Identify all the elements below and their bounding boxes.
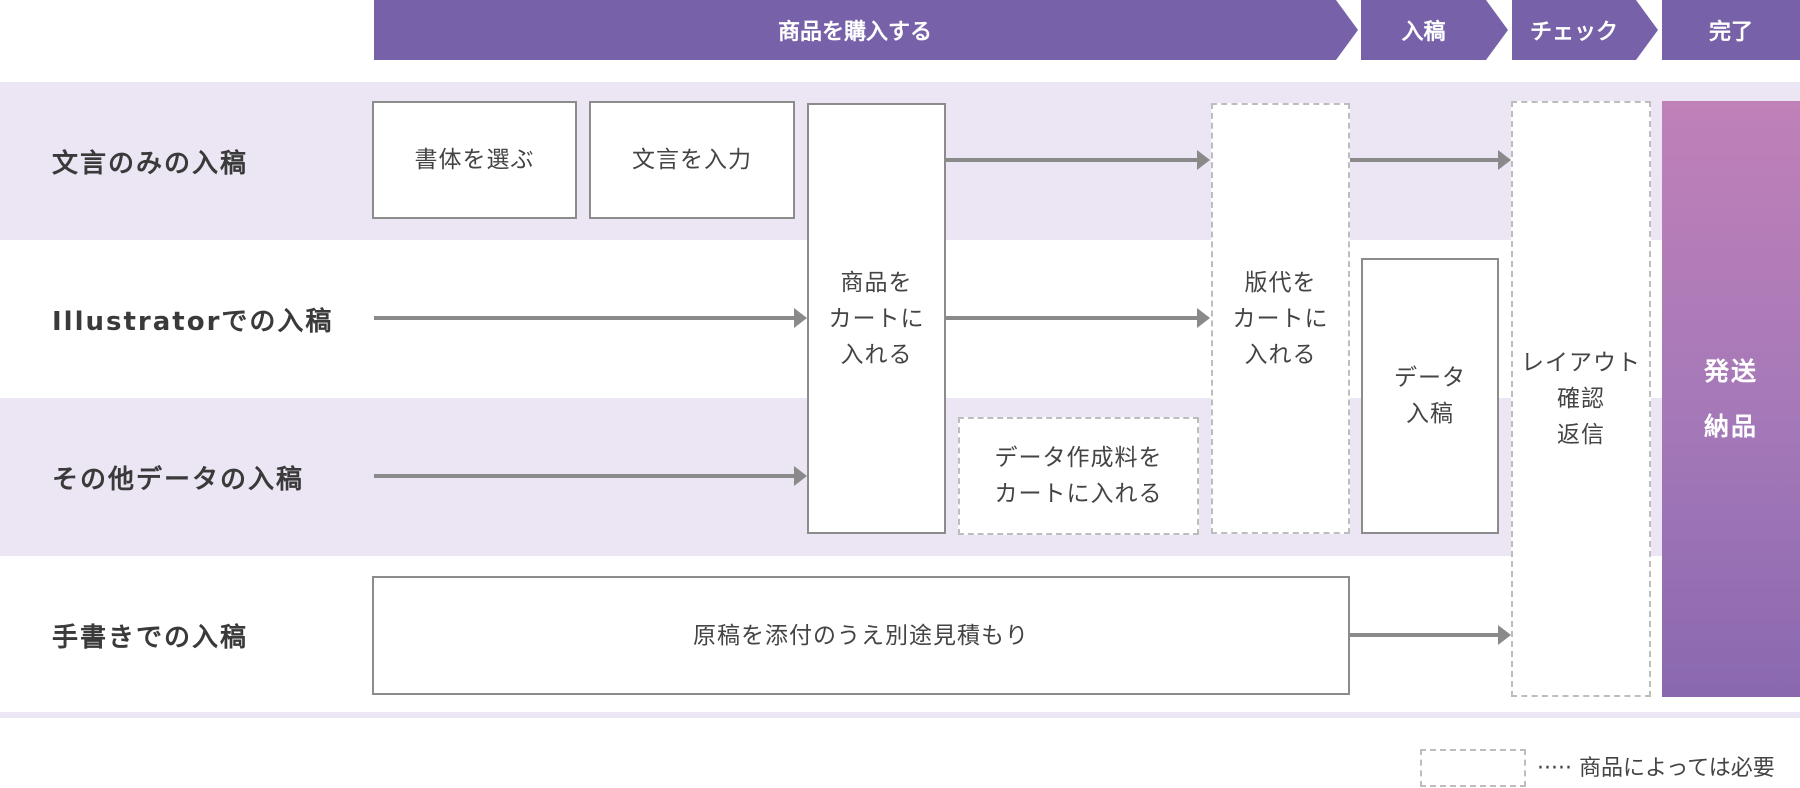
- arrow-row4-to-check: [1350, 625, 1511, 645]
- stage-header: [374, 0, 1800, 60]
- stage-chevron-complete: [1662, 0, 1800, 60]
- row-label-other-data: その他データの入稿: [52, 464, 305, 495]
- row-label-illustrator: Illustratorでの入稿: [52, 306, 334, 337]
- arrow-row3-to-cart: [374, 466, 807, 486]
- stage-chevron-check: [1512, 0, 1658, 60]
- box-choose-font: 書体を選ぶ: [372, 101, 577, 219]
- arrow-row1-to-check: [1350, 150, 1511, 170]
- stage-label-purchase: 商品を購入する: [777, 20, 932, 45]
- stage-label-check: チェック: [1529, 20, 1618, 45]
- box-input-text: 文言を入力: [589, 101, 795, 219]
- box-data-submit: データ 入稿: [1361, 258, 1499, 534]
- stage-chevron-purchase: [374, 0, 1358, 60]
- arrow-row2-to-cart: [374, 308, 807, 328]
- stage-chevron-submit: [1361, 0, 1508, 60]
- legend-dashed-swatch: [1420, 749, 1526, 787]
- stage-label-submit: 入稿: [1401, 20, 1446, 45]
- arrow-row2-to-plate: [946, 308, 1210, 328]
- box-layout-check: レイアウト 確認 返信: [1511, 101, 1651, 697]
- arrow-row1-to-plate: [946, 150, 1210, 170]
- row-label-text-only: 文言のみの入稿: [52, 148, 249, 179]
- row-label-handwritten: 手書きでの入稿: [52, 622, 249, 653]
- box-add-to-cart: 商品を カートに 入れる: [807, 103, 946, 534]
- box-manuscript-estimate: 原稿を添付のうえ別途見積もり: [372, 576, 1350, 695]
- box-shipping-delivery: 発送 納品: [1662, 101, 1800, 697]
- box-plate-fee: 版代を カートに 入れる: [1211, 103, 1350, 534]
- box-data-fee: データ作成料を カートに入れる: [958, 417, 1199, 535]
- bottom-border: [0, 712, 1800, 718]
- stage-label-complete: 完了: [1708, 20, 1753, 45]
- legend-text: ····· 商品によっては必要: [1537, 756, 1775, 781]
